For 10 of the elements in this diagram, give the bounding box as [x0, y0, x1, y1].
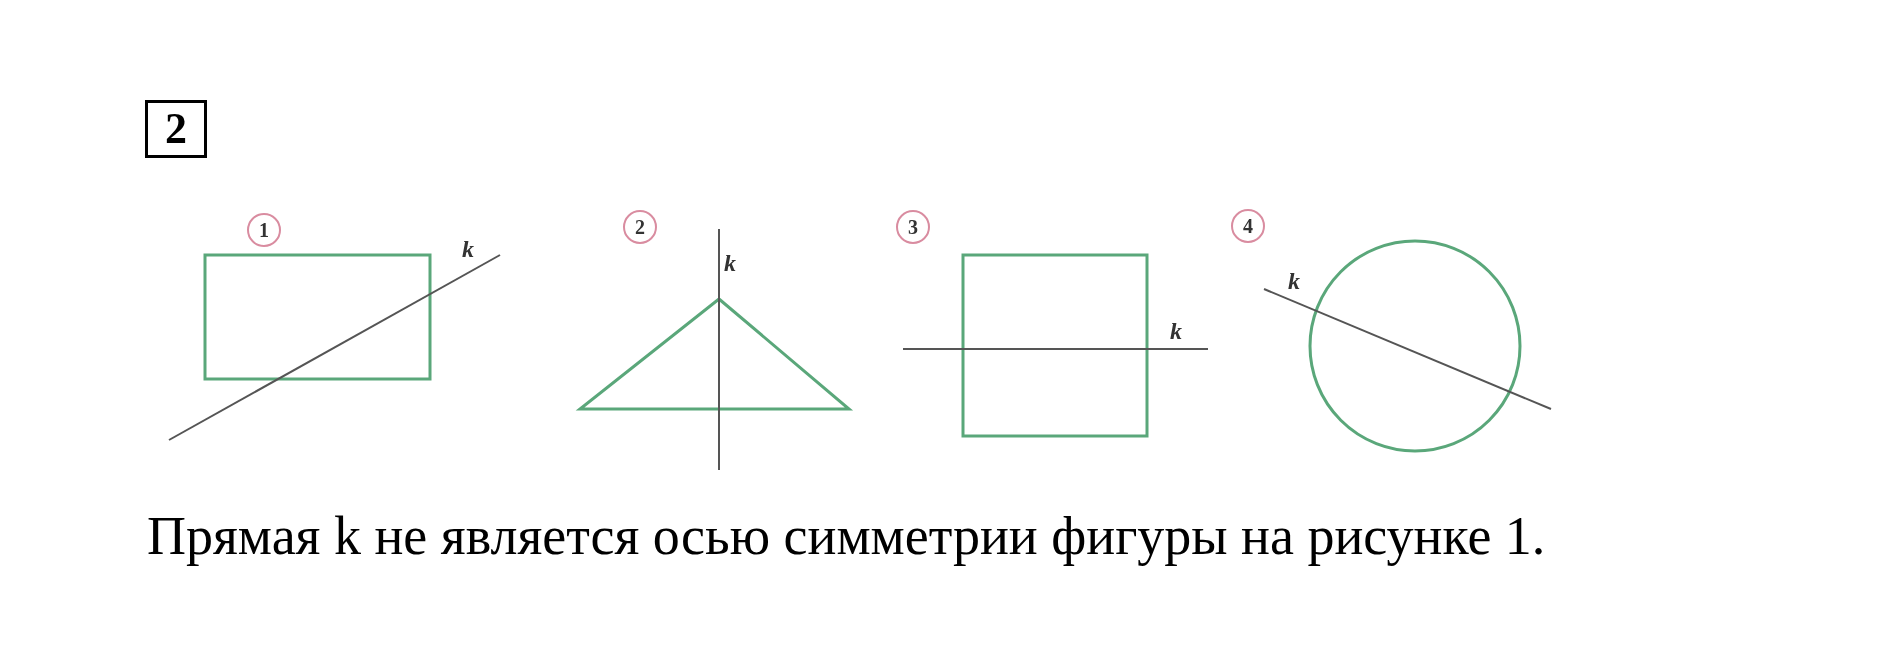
task-number: 2	[145, 100, 207, 158]
figure-number: 1	[247, 213, 281, 247]
line-label: k	[462, 236, 474, 263]
line-label: k	[1170, 318, 1182, 345]
figure-number: 2	[623, 210, 657, 244]
figure-number: 3	[896, 210, 930, 244]
answer-text: Прямая k не является осью симметрии фигуры на рисунке 1.	[147, 505, 1546, 567]
figure-number: 4	[1231, 209, 1265, 243]
line-label: k	[1288, 268, 1300, 295]
line-label: k	[724, 250, 736, 277]
